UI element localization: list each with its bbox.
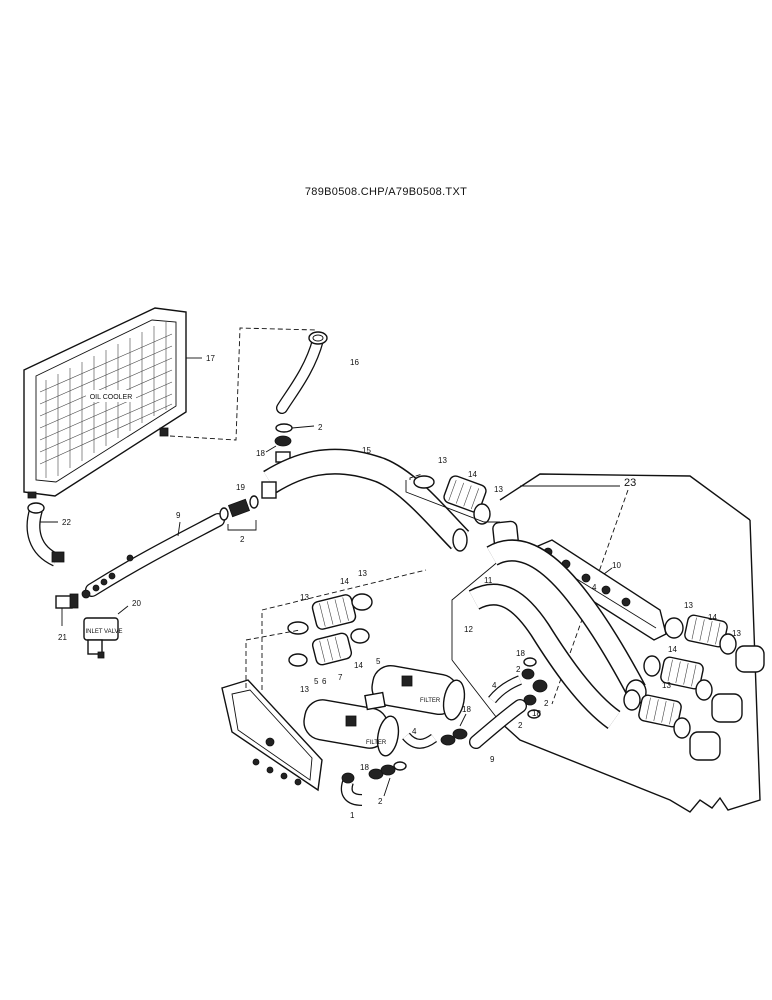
callout-11: 11 [484,576,493,585]
sleeve-set-left-center: 13 14 13 [287,569,373,635]
callout-14-f: 14 [340,577,349,586]
sleeve-chain-right-lower [623,689,721,761]
inlet-valve-20: INLET VALVE 20 [83,599,141,659]
elbow-hose-22: 22 [26,502,71,567]
coupling-19-left: 19 2 [219,483,259,544]
callout-2-bottom: 2 [378,797,383,806]
callout-7: 7 [338,673,343,682]
hose-16: 16 [276,331,359,414]
file-reference: 789B0508.CHP/A79B0508.TXT [304,186,468,198]
callout-14-e: 14 [668,645,677,654]
callout-4-right: 4 [592,583,597,592]
sleeve-set-left-center-lower: 14 [288,628,370,670]
callout-13-b: 13 [494,485,503,494]
filter-lower: FILTER 5 [303,677,400,757]
fitting-stack-16: 2 18 [256,423,323,463]
callout-13-e: 13 [662,681,671,690]
callout-23: 23 [624,477,636,489]
callout-13-c: 13 [684,601,693,610]
mounting-plate: 13 [221,679,323,792]
callout-21: 21 [58,633,67,642]
inlet-valve-label: INLET VALVE [85,629,122,635]
sleeve-set-upper: 13 14 13 [405,456,503,525]
callout-2-upper: 2 [318,423,323,432]
callout-22: 22 [62,518,71,527]
callout-13-d: 13 [732,629,741,638]
oil-cooler-assembly: OIL COOLER 17 [23,307,215,499]
callout-18-center-a: 18 [516,649,525,658]
callout-13-a: 13 [438,456,447,465]
callout-5-upper: 5 [376,657,381,666]
callout-17: 17 [206,354,215,363]
center-fitting-stack: 18 2 2 18 2 [516,649,549,730]
fitting-21: 21 [55,593,79,642]
sleeve-chain-right-mid: 13 14 [643,645,743,723]
fittings-bottom: 18 2 [360,761,407,806]
callout-2-center-b: 2 [544,699,549,708]
oil-cooler-label: OIL COOLER [90,394,133,401]
callout-15: 15 [362,446,371,455]
hose-1-bottom: 1 [340,772,363,820]
callout-1: 1 [350,811,355,820]
small-fittings-left [81,554,134,599]
hose-9-left: 9 [85,511,225,597]
callout-6: 6 [322,677,327,686]
callout-4-center: 4 [492,681,497,690]
callout-14-h: 14 [354,661,363,670]
callout-20: 20 [132,599,141,608]
tube-15: 15 [261,446,470,552]
callout-16: 16 [350,358,359,367]
callout-18-bottom: 18 [360,763,369,772]
callout-14-a: 14 [468,470,477,479]
fittings-18-lower-center: 18 [440,705,471,746]
callout-14-c: 14 [708,613,717,622]
callout-10: 10 [612,561,621,570]
filter-upper-label: FILTER [420,698,441,704]
callout-13-f: 13 [300,593,309,602]
sleeve-chain-right-upper: 13 14 13 [664,601,765,673]
callout-9-center: 9 [490,755,495,764]
hose-9-center: 9 [469,699,527,764]
callout-13-plate: 13 [300,685,309,694]
callout-18-lower-center: 18 [462,705,471,714]
callout-2-left: 2 [240,535,245,544]
callout-18-center-b: 18 [532,709,541,718]
filter-lower-label: FILTER [366,740,387,746]
callout-2-center-a: 2 [516,665,521,674]
filter-bracket: 6 7 [322,673,386,711]
oil-cooler-core-mesh [39,322,173,478]
bent-tube-12: 12 [464,583,621,729]
callout-13-g: 13 [358,569,367,578]
callout-9-left: 9 [176,511,181,520]
callout-18-upper: 18 [256,449,265,458]
filter-upper: FILTER 5 [371,657,466,721]
callout-19: 19 [236,483,245,492]
callout-12: 12 [464,625,473,634]
callout-2-center-c: 2 [518,721,523,730]
short-hose-4-center: 4 [488,675,522,704]
short-hose-4-lower: 4 [402,727,437,749]
callout-5-lower: 5 [314,677,319,686]
callout-4-lower: 4 [412,727,417,736]
